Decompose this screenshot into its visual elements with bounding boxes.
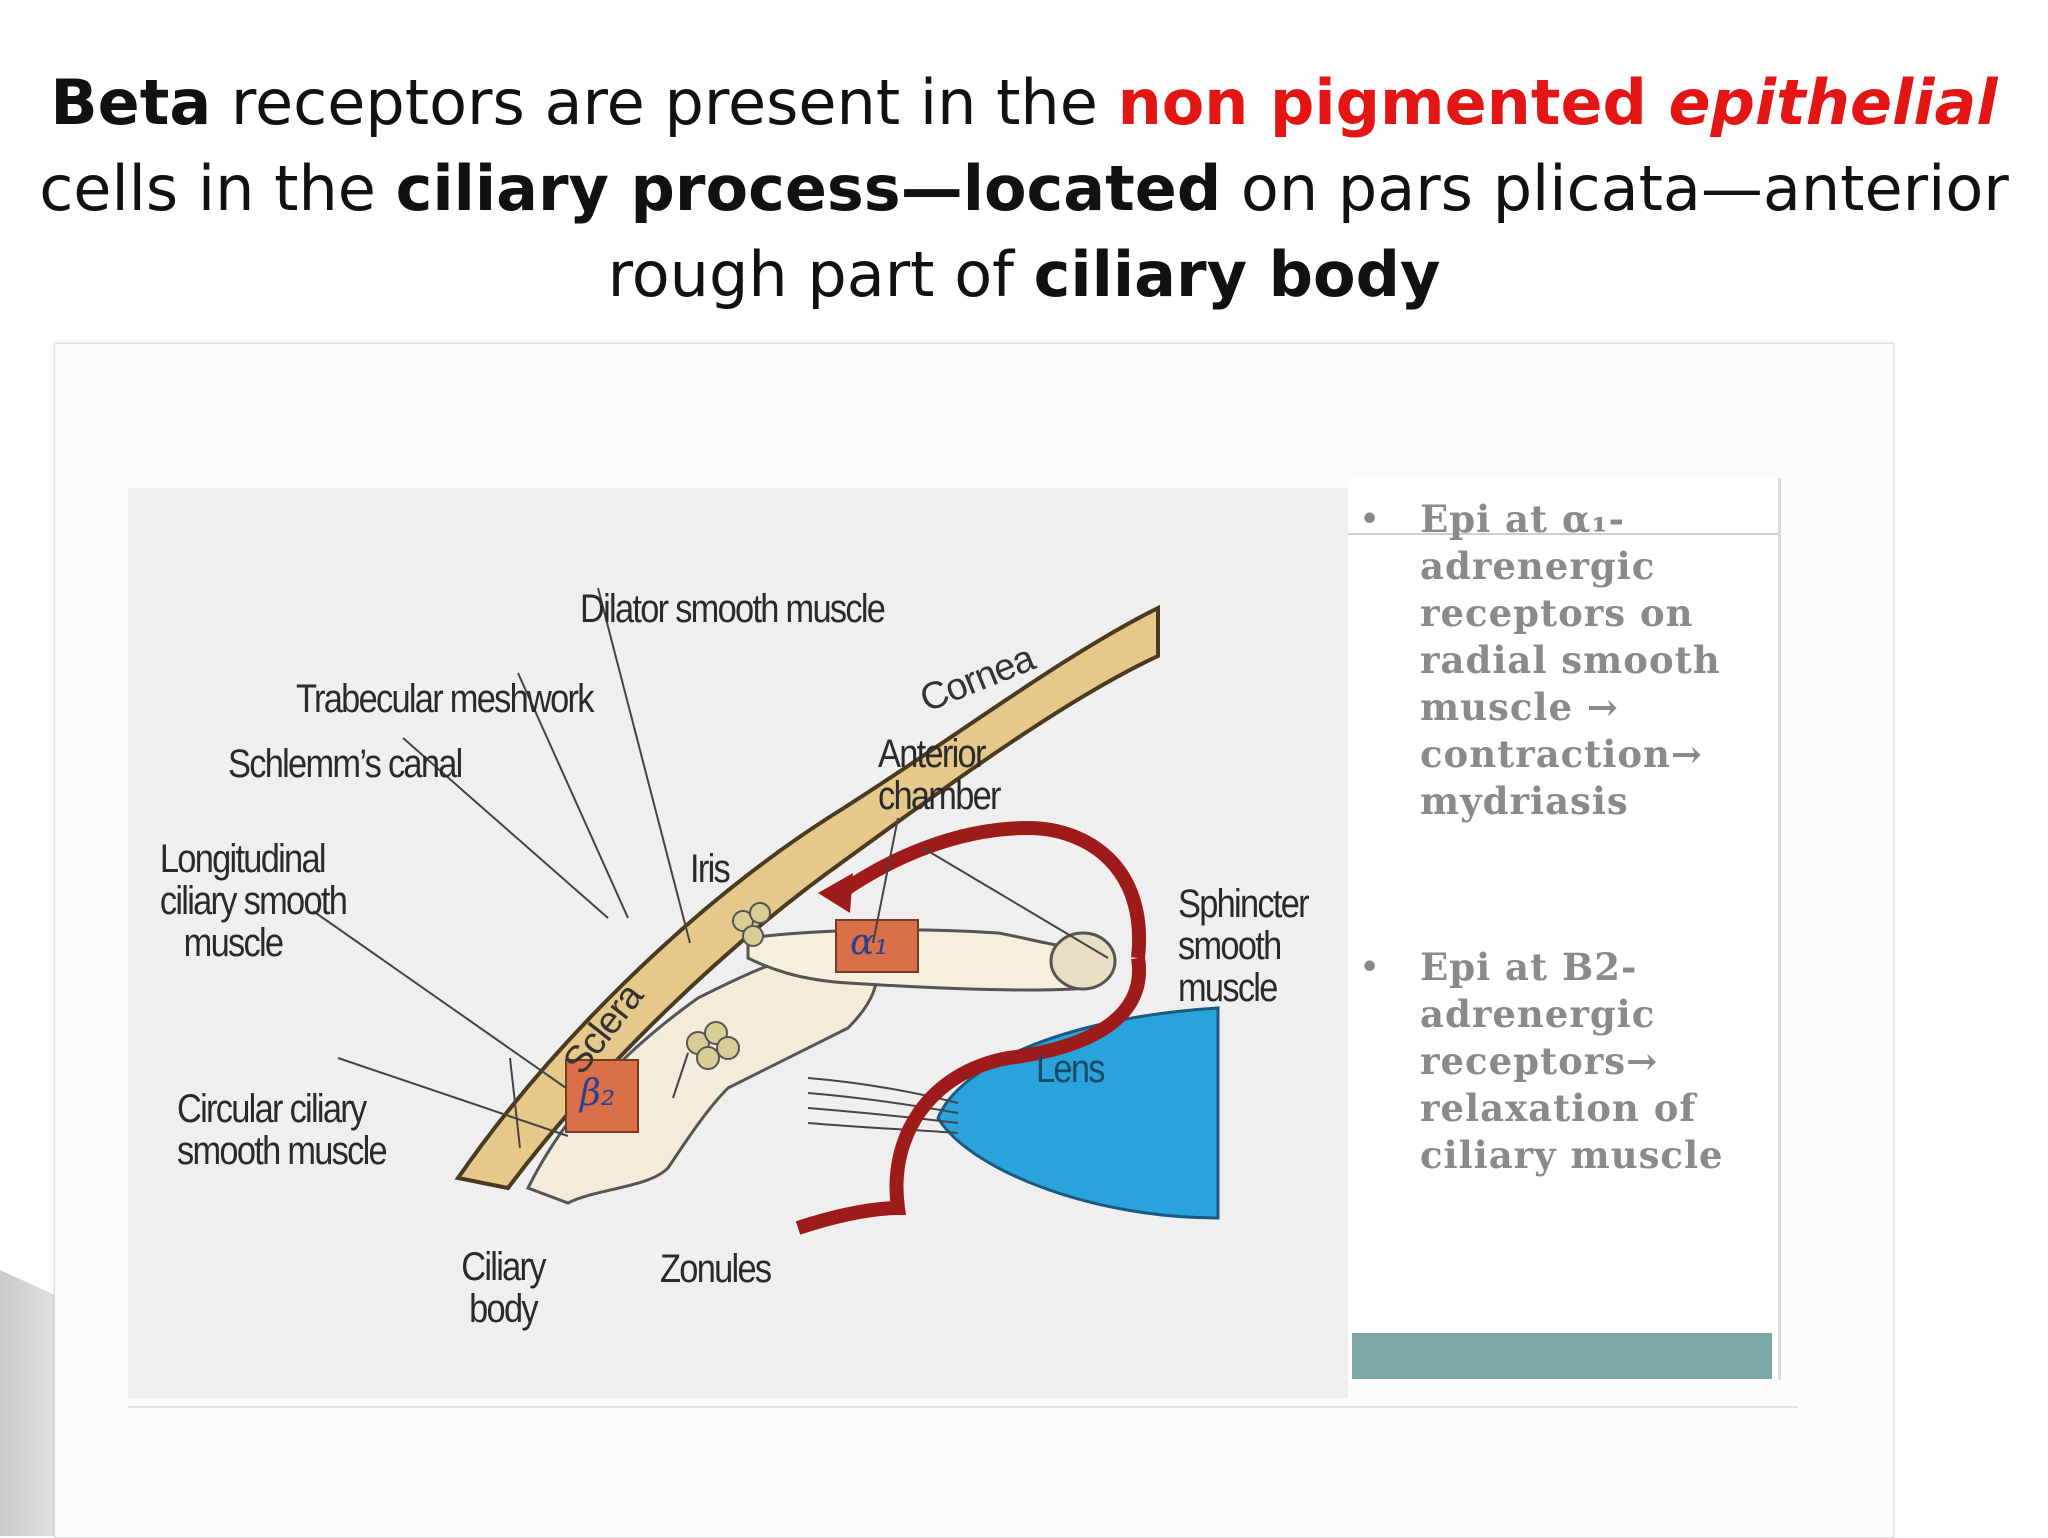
title-text-2: cells in the [39, 152, 396, 225]
label-anterior-chamber: Anterior chamber [878, 732, 1002, 818]
note-beta-text: Epi at B2-adrenergic receptors→ relaxati… [1420, 945, 1724, 1177]
label-ciliary-body-1: Ciliary [461, 1245, 546, 1289]
bullet-dot-2: • [1360, 950, 1381, 985]
title-beta: Beta [50, 66, 212, 139]
label-trabecular: Trabecular meshwork [296, 677, 595, 721]
label-dilator: Dilator smooth muscle [580, 587, 886, 631]
label-sphincter-3: muscle [1178, 966, 1278, 1010]
zonule-fibers [807, 1077, 959, 1134]
aqueous-flow-lower [795, 956, 1147, 1235]
eye-anatomy-diagram: Dilator smooth muscle Trabecular meshwor… [128, 488, 1348, 1398]
note-alpha-text: Epi at α₁-adrenergic receptors on radial… [1420, 497, 1721, 823]
title-text-3: on pars plicata—anterior [1221, 152, 2009, 225]
label-beta2: β₂ [580, 1073, 616, 1114]
notes-top-rule [1348, 533, 1778, 535]
label-ciliary-body: Ciliary body [456, 1246, 551, 1330]
label-sphincter-2: smooth [1178, 924, 1282, 968]
label-leader-lines [312, 587, 1109, 1149]
aqueous-flow-arrowhead [818, 873, 853, 913]
label-iris: Iris [690, 847, 731, 891]
label-longitudinal: Longitudinal ciliary smooth muscle [159, 837, 348, 965]
label-circular: Circular ciliary smooth muscle [177, 1087, 388, 1173]
title-ciliary-body: ciliary body [1033, 238, 1441, 311]
sphincter-muscle-bundle [1049, 931, 1117, 991]
label-anterior-2: chamber [878, 774, 1002, 818]
label-anterior-1: Anterior [878, 732, 986, 776]
label-circular-2: smooth muscle [177, 1129, 388, 1173]
label-longitudinal-3: muscle [183, 921, 284, 965]
label-longitudinal-2: ciliary smooth [159, 879, 348, 923]
slide-title: Beta receptors are present in the non pi… [0, 60, 2048, 318]
ciliary-muscle-cells [686, 1021, 740, 1070]
label-sphincter-1: Sphincter [1178, 882, 1310, 926]
label-circular-1: Circular ciliary [177, 1087, 367, 1131]
eye-anatomy-drawing [312, 587, 1220, 1235]
label-lens: Lens [1036, 1047, 1105, 1091]
title-text-1: receptors are present in the [211, 66, 1118, 139]
label-alpha1: α₁ [850, 922, 889, 963]
bullet-dot-1: • [1360, 502, 1381, 537]
beta2-receptor-box [565, 1059, 639, 1133]
notes-panel: • Epi at α₁-adrenergic receptors on radi… [1348, 478, 1781, 1380]
label-schlemm: Schlemm’s canal [228, 742, 463, 786]
ciliary-body-tissue [525, 946, 878, 1205]
trabecular-meshwork-cells [732, 902, 771, 947]
title-text-4: rough part of [607, 238, 1034, 311]
figure-baseline [128, 1406, 1798, 1408]
label-longitudinal-1: Longitudinal [159, 837, 327, 881]
label-zonules: Zonules [660, 1247, 772, 1291]
title-epithelial: epithelial [1668, 66, 1998, 139]
title-ciliary-process: ciliary process—located [395, 152, 1222, 225]
alpha1-receptor-box [835, 919, 919, 973]
notes-footer-bar [1352, 1333, 1772, 1379]
title-non-pigmented: non pigmented [1117, 66, 1669, 139]
cornea-sclera-band [454, 604, 1160, 1191]
label-sphincter: Sphincter smooth muscle [1178, 882, 1310, 1010]
label-ciliary-body-2: body [469, 1287, 538, 1331]
